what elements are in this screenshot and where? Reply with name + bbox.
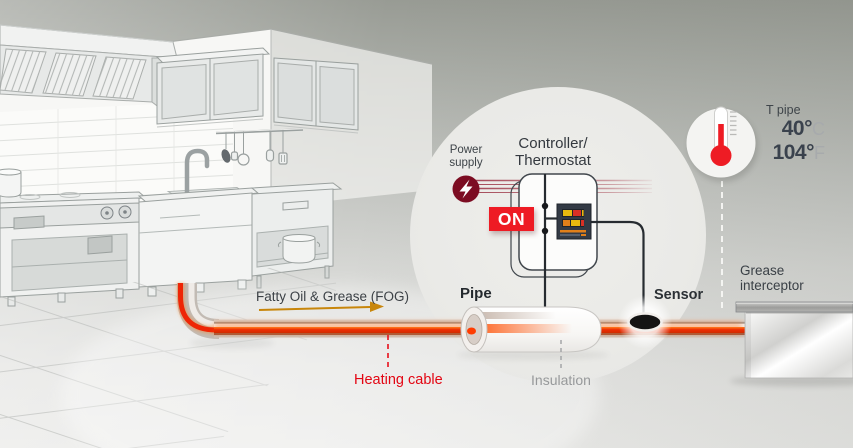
insulation-sleeve <box>457 306 609 370</box>
temperature-celsius-value: 40° <box>781 117 813 140</box>
fog-flow-label: Fatty Oil & Grease (FOG) <box>256 289 410 304</box>
grease-interceptor-label-line1: Grease <box>740 263 785 278</box>
thermometer-icon <box>710 106 737 166</box>
temperature-celsius: 40°C <box>757 117 825 141</box>
power-supply-label: Power supply <box>437 144 495 169</box>
grease-interceptor-label-line2: interceptor <box>740 278 804 293</box>
sensor-label: Sensor <box>654 287 704 303</box>
temperature-fahrenheit-unit: F <box>814 143 825 163</box>
wall-cabinets <box>155 47 359 134</box>
sensor-body <box>618 295 672 349</box>
controller-label: Controller/ Thermostat <box>497 135 609 169</box>
temperature-fahrenheit-value: 104° <box>772 141 815 164</box>
controller-label-line2: Thermostat <box>515 152 591 169</box>
shelf-counter <box>250 182 343 289</box>
utensil-rail <box>215 128 304 166</box>
temperature-fahrenheit: 104°F <box>757 141 825 165</box>
wire-junction-dot <box>541 202 549 210</box>
spatula-icon <box>278 152 288 165</box>
controller-display <box>556 203 592 240</box>
grease-interceptor <box>730 301 853 387</box>
pot-on-stove <box>0 168 22 198</box>
grease-interceptor-label: Grease interceptor <box>740 263 830 293</box>
pipe-label: Pipe <box>460 285 492 302</box>
power-supply-label-line2: supply <box>449 156 483 169</box>
wire-junction-dot <box>541 227 549 235</box>
hood-vent-slats <box>0 48 147 100</box>
insulation-label: Insulation <box>531 372 591 388</box>
lightning-bolt-icon <box>452 175 480 203</box>
skimmer-icon <box>237 153 250 166</box>
temperature-badge <box>686 106 758 311</box>
sensor-wire <box>591 220 645 313</box>
status-on-badge: ON <box>489 207 534 231</box>
ladle-icon <box>221 149 231 163</box>
controller-box <box>510 173 645 330</box>
arrow-right-icon <box>258 301 384 312</box>
temperature-celsius-unit: C <box>812 119 825 139</box>
pot-on-shelf <box>277 234 321 264</box>
heating-cable-label: Heating cable <box>354 372 443 388</box>
t-pipe-label: T pipe <box>766 103 801 117</box>
power-supply-label-line1: Power <box>449 144 483 156</box>
controller-label-line1: Controller/ <box>518 135 588 152</box>
